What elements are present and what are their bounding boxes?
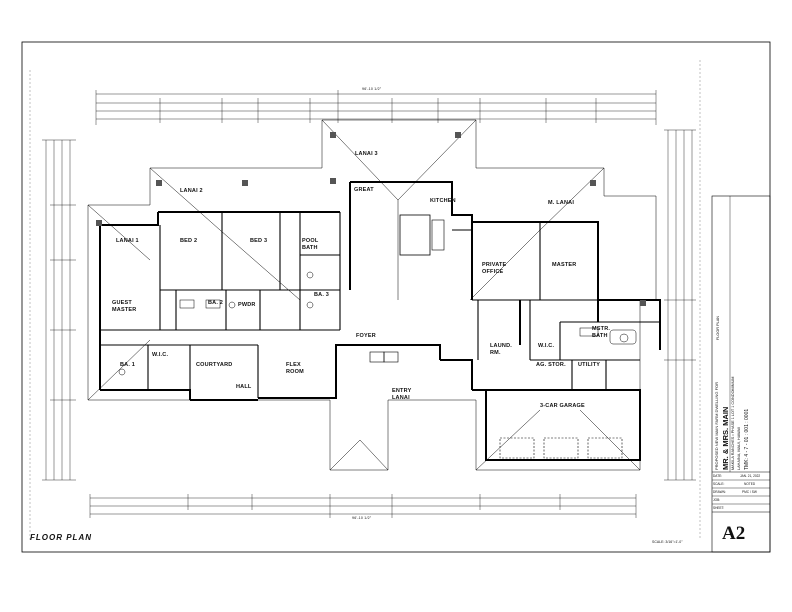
project-line-4: LAHAINA, MAUI, HAWAII: [737, 426, 741, 470]
room-label-wic: W.I.C.: [538, 343, 555, 349]
room-label-ba2: BA. 2: [208, 300, 224, 306]
scale-label: SCALE:: [713, 482, 725, 486]
room-label-guest-master: GUEST MASTER: [112, 300, 137, 313]
room-label-lanai3: LANAI 3: [355, 151, 378, 157]
scale-note: SCALE: 3/16"=1'-0": [652, 540, 683, 544]
job-label: JOB:: [713, 498, 721, 502]
room-label-lanai2: LANAI 2: [180, 188, 203, 194]
room-label-utility: UTILITY: [578, 362, 601, 368]
room-label-master-bath: MSTR. BATH: [592, 326, 611, 339]
scale-value: NOTED: [744, 482, 756, 486]
room-label-entry-lanai: ENTRY LANAI: [392, 388, 412, 401]
drawing-title: FLOOR PLAN: [30, 533, 92, 542]
dimension-overall-bottom: 96'-10 1/2": [352, 516, 372, 520]
room-label-private-office: PRIVATE OFFICE: [482, 262, 507, 275]
room-label-hall: HALL: [236, 384, 252, 390]
date-label: DATE:: [713, 474, 723, 478]
room-label-lanai1: LANAI 1: [116, 238, 139, 244]
room-label-bed3: BED 3: [250, 238, 268, 244]
project-line-1: PROPOSED NEW MAIN FARM DWELLING FOR: [714, 381, 719, 470]
room-label-m-lanai: M. LANAI: [548, 200, 575, 206]
room-label-garage: 3-CAR GARAGE: [540, 403, 585, 409]
dimension-overall-top: 96'-10 1/2": [362, 87, 382, 91]
room-label-laundry: LAUND. RM.: [490, 343, 512, 356]
project-line-5: TMK: 4 - 7 - 01 : 001 : 0001: [744, 408, 750, 470]
room-label-wic-2: W.I.C.: [152, 352, 169, 358]
room-label-pool-bath: POOL BATH: [302, 238, 319, 251]
room-label-pwdr: PWDR: [238, 302, 256, 308]
room-label-foyer: FOYER: [356, 333, 376, 339]
room-label-great: GREAT: [354, 187, 374, 193]
room-label-ba1: BA. 1: [120, 362, 136, 368]
room-label-ba3: BA. 3: [314, 292, 330, 298]
project-line-3: MAKILA RANCHES • PHASE 1 LOT 1 CONDOMINI…: [731, 376, 735, 470]
room-label-kitchen: KITCHEN: [430, 198, 456, 204]
room-label-ag-stor: AG. STOR.: [536, 362, 566, 368]
drawn-label: DRAWN:: [713, 490, 726, 494]
date-value: JAN. 21, 2022: [740, 474, 761, 478]
room-label-bed2: BED 2: [180, 238, 198, 244]
room-label-courtyard: COURTYARD: [196, 362, 233, 368]
sheet-number: A2: [722, 523, 746, 544]
room-label-flex-room: FLEX ROOM: [286, 362, 304, 375]
drawn-value: PMC / SW: [742, 490, 757, 494]
room-label-master: MASTER: [552, 262, 577, 268]
title-block-plan-name: FLOOR PLAN: [716, 315, 720, 340]
project-line-2: MR. & MRS. MAIN: [721, 406, 730, 470]
sheet-label: SHEET:: [713, 506, 725, 510]
